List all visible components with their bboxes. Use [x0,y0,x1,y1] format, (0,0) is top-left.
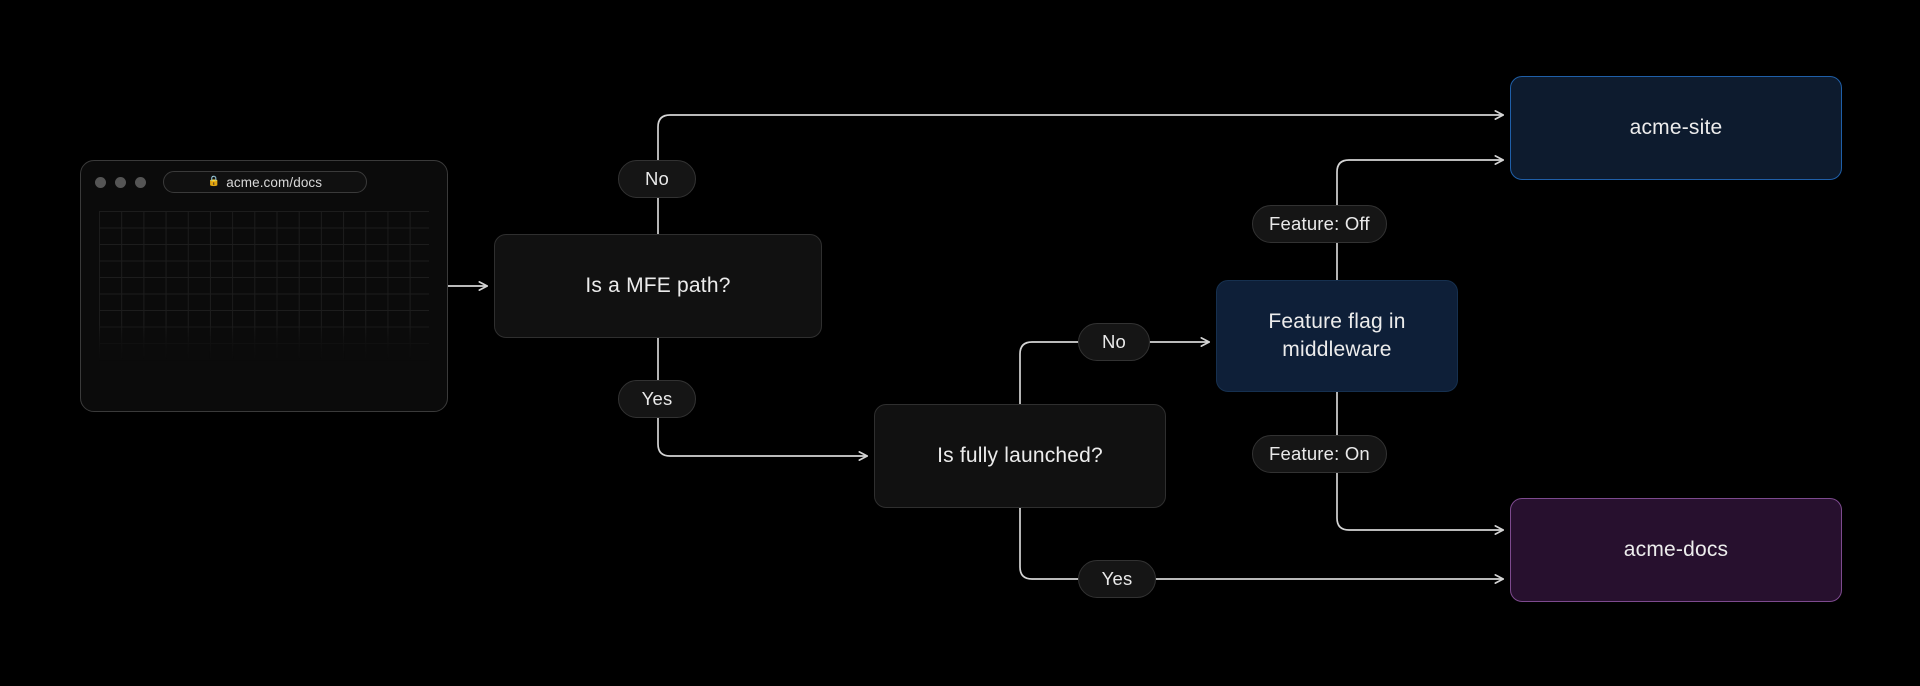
close-dot-icon[interactable] [95,176,106,188]
edge-mfe-yes-run [657,417,869,461]
node-label-line-2: middleware [1282,338,1392,361]
edge-label-no-mfe: No [618,160,696,198]
node-label: acme-docs [1623,537,1729,561]
node-acme-site[interactable]: acme-site [1510,76,1842,180]
browser-page-grid [99,211,429,361]
edge-label-feature-off: Feature: Off [1252,205,1387,243]
lock-icon: 🔒 [207,176,221,187]
edge-flag-on-run [1336,472,1505,535]
node-is-a-mfe-path[interactable]: Is a MFE path? [494,234,822,338]
node-label: acme-site [1629,115,1723,139]
minimize-dot-icon[interactable] [115,176,126,188]
address-bar[interactable]: 🔒 acme.com/docs [163,171,367,193]
edge-label-yes-launched: Yes [1078,560,1156,598]
browser-titlebar: 🔒 acme.com/docs [81,161,447,203]
edge-flag-off-run [1336,155,1505,206]
edge-label-text: No [644,168,670,189]
edge-label-no-launched: No [1078,323,1150,361]
edge-label-text: Feature: On [1269,443,1370,464]
edge-label-text: Yes [1101,568,1133,589]
edge-label-text: Yes [641,388,673,409]
edge-mfe-no-run [657,110,1505,161]
edge-label-text: No [1101,331,1127,352]
maximize-dot-icon[interactable] [135,176,146,188]
node-label: Is fully launched? [937,443,1103,467]
edge-label-yes-mfe: Yes [618,380,696,418]
edge-launched-yes-run [1019,507,1079,580]
node-label-line-1: Feature flag in [1268,309,1406,333]
address-bar-url: acme.com/docs [226,174,323,190]
edge-label-text: Feature: Off [1269,213,1370,234]
node-label: Feature flag in middleware [1268,308,1405,365]
node-feature-flag-in-middleware[interactable]: Feature flag in middleware [1216,280,1458,392]
browser-mockup: 🔒 acme.com/docs [80,160,448,412]
node-acme-docs[interactable]: acme-docs [1510,498,1842,602]
edge-label-feature-on: Feature: On [1252,435,1387,473]
node-label: Is a MFE path? [585,273,731,297]
node-is-fully-launched[interactable]: Is fully launched? [874,404,1166,508]
